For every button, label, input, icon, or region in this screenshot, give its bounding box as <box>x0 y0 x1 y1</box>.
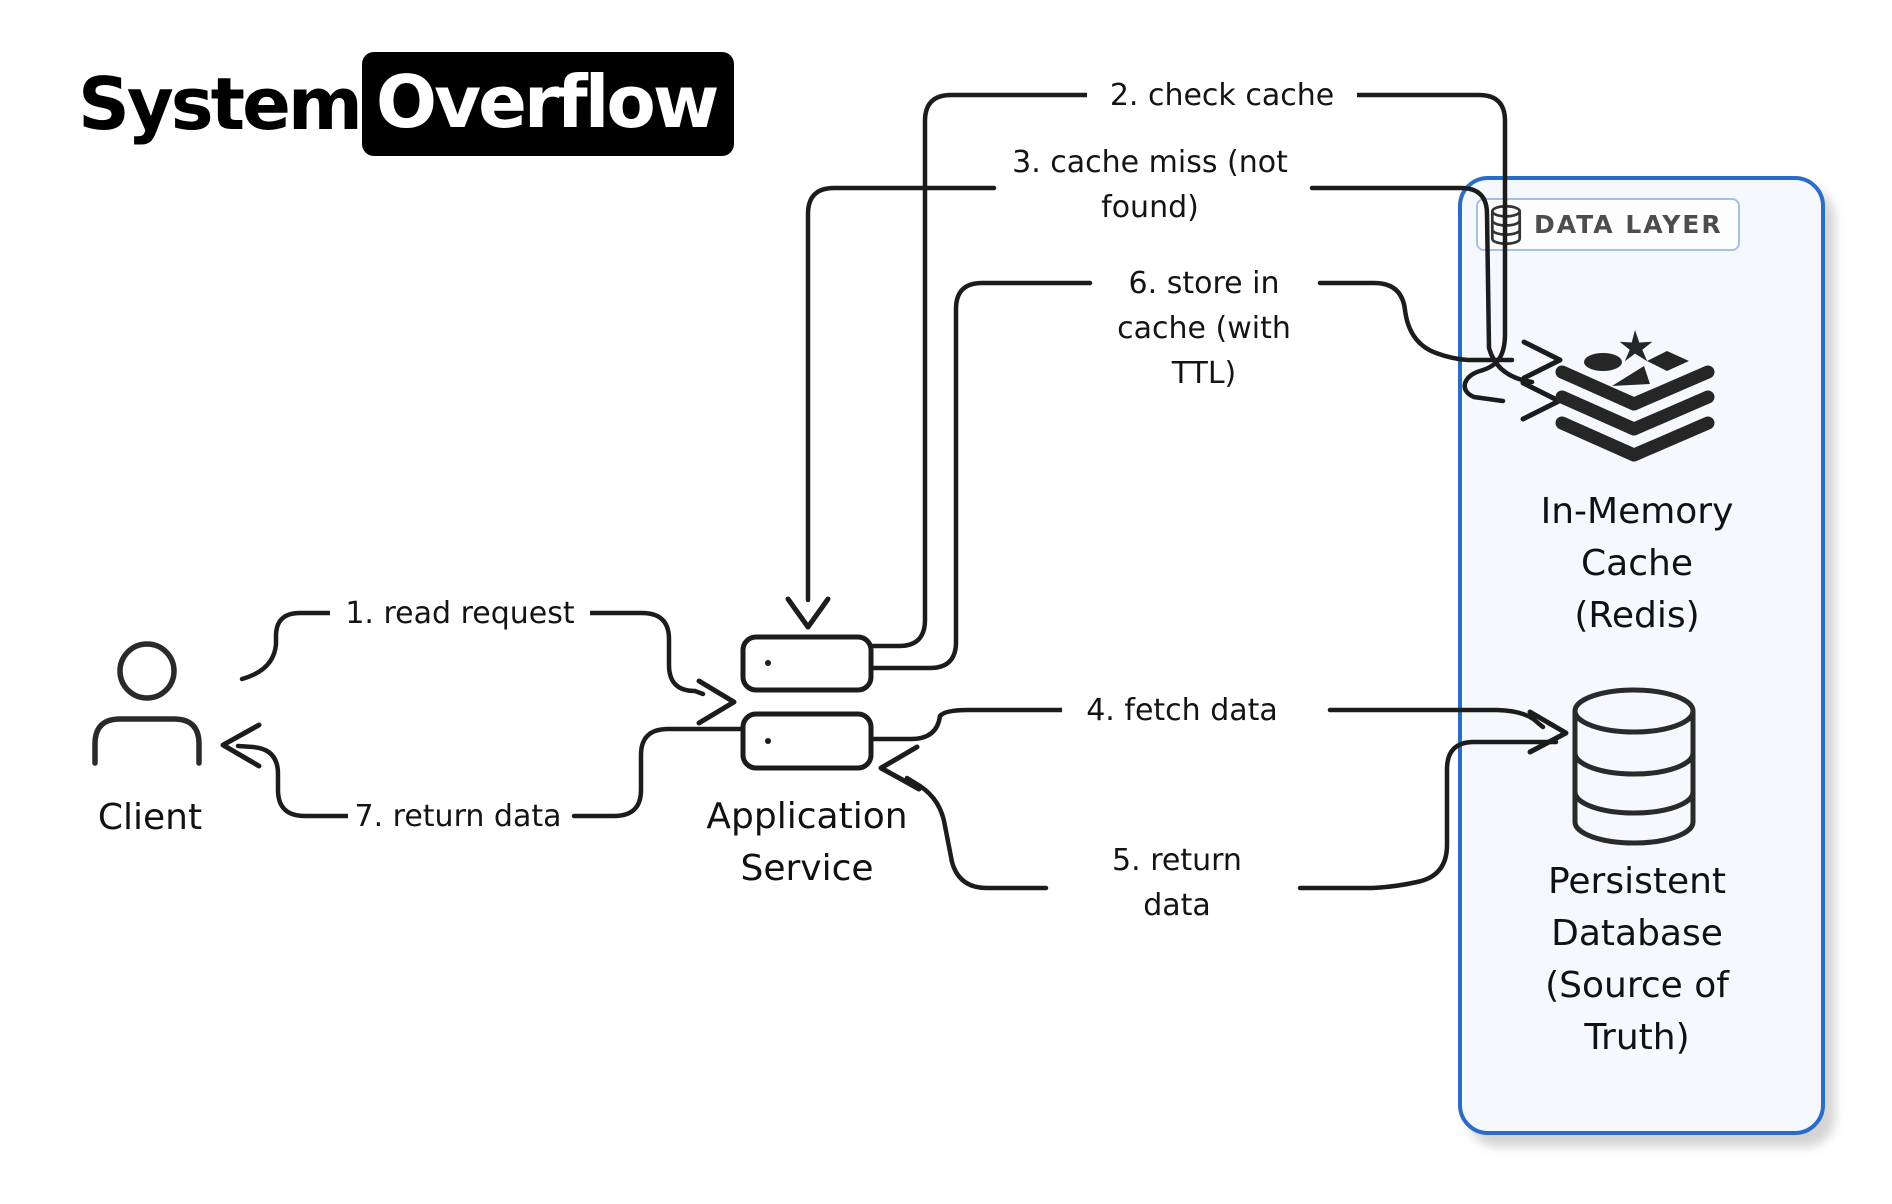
data-layer-badge: DATA LAYER <box>1476 198 1740 251</box>
edge-label-4: 4. fetch data <box>1062 688 1302 733</box>
edge-label-7: 7. return data <box>348 794 568 839</box>
edge-label-5: 5. return data <box>1097 838 1257 928</box>
app-service-label: Application Service <box>706 796 908 889</box>
database-label: Persistent Database (Source of Truth) <box>1545 861 1729 1058</box>
cache-label: In-Memory Cache (Redis) <box>1540 491 1734 636</box>
data-layer-label: DATA LAYER <box>1534 210 1723 239</box>
edge-label-2: 2. check cache <box>1087 73 1357 118</box>
database-icon <box>1490 204 1522 245</box>
person-icon <box>92 641 202 766</box>
logo-text-system: System <box>78 62 363 146</box>
edge-label-3: 3. cache miss (not found) <box>1000 140 1300 230</box>
edge-label-6: 6. store in cache (with TTL) <box>1099 261 1309 396</box>
logo: System Overflow <box>78 52 735 156</box>
edge-3-arrowhead <box>785 596 831 630</box>
edge-label-1: 1. read request <box>330 591 590 636</box>
edge-1-arrowhead <box>696 678 737 726</box>
logo-text-overflow: Overflow <box>361 52 735 156</box>
edge-7-arrowhead <box>220 722 262 769</box>
service-boxes-icon <box>740 634 874 771</box>
client-label: Client <box>97 797 203 838</box>
edge-5-arrowhead <box>878 744 922 792</box>
